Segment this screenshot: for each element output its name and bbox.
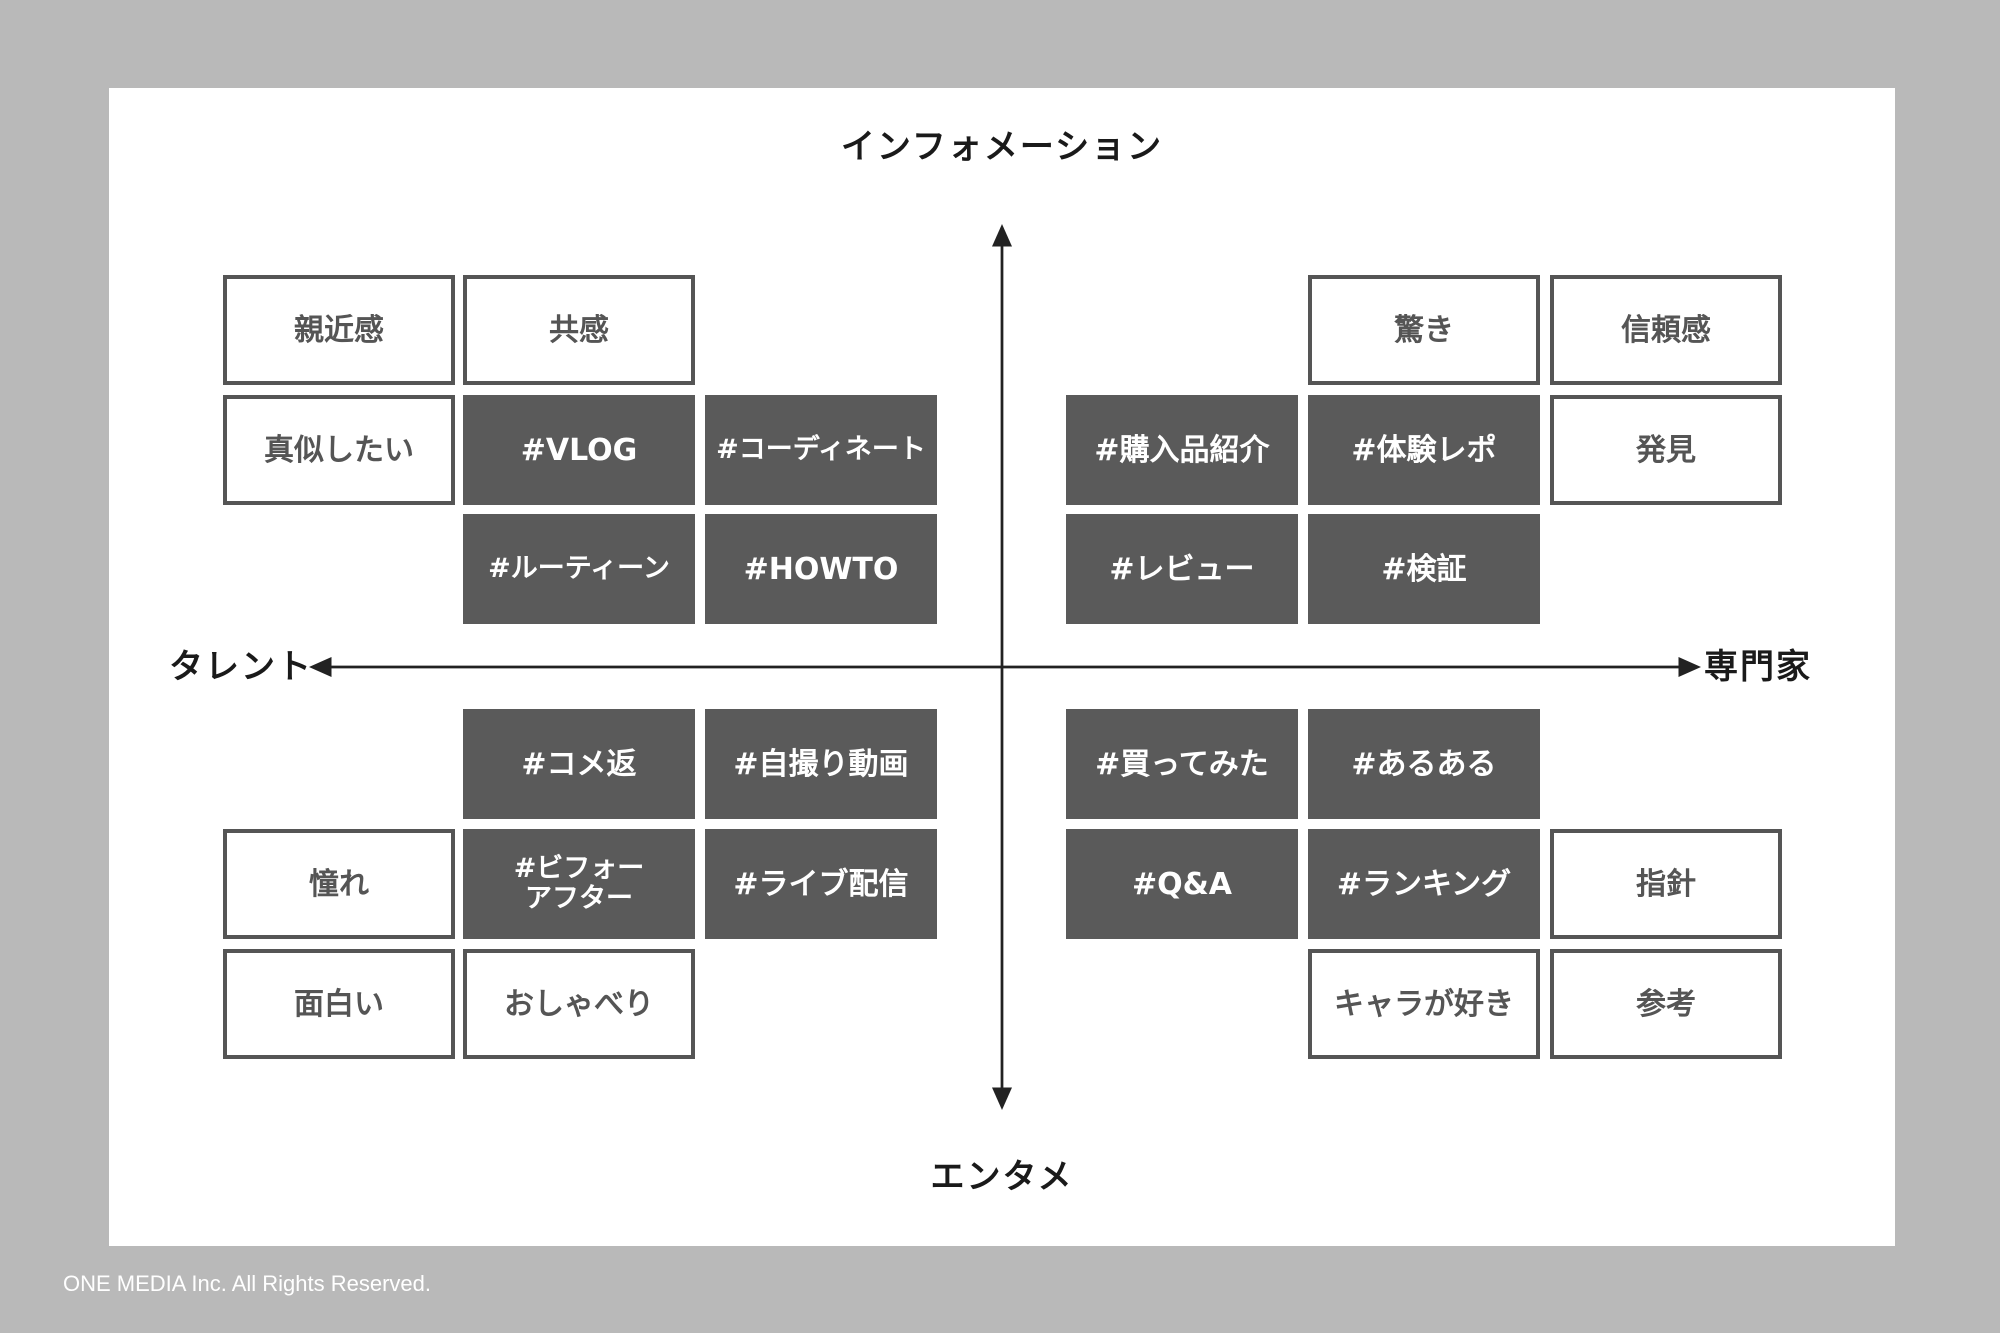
keyword-box: 憧れ [223, 829, 455, 939]
axes [309, 224, 1701, 1110]
keyword-box: 発見 [1550, 395, 1782, 505]
keyword-box: 驚き [1308, 275, 1540, 385]
axis-label-right: 専門家 [1704, 647, 1812, 687]
keyword-box: 真似したい [223, 395, 455, 505]
keyword-box: #買ってみた [1066, 709, 1298, 819]
keyword-box: キャラが好き [1308, 949, 1540, 1059]
keyword-box: #自撮り動画 [705, 709, 937, 819]
keyword-box: #ルーティーン [463, 514, 695, 624]
keyword-box: #コーディネート [705, 395, 937, 505]
keyword-box: #レビュー [1066, 514, 1298, 624]
axis-label-top: インフォメーション [840, 127, 1164, 167]
keyword-box: 親近感 [223, 275, 455, 385]
keyword-box: 面白い [223, 949, 455, 1059]
keyword-box: おしゃべり [463, 949, 695, 1059]
keyword-box: #Q&A [1066, 829, 1298, 939]
keyword-box: 共感 [463, 275, 695, 385]
keyword-box: 参考 [1550, 949, 1782, 1059]
keyword-box: 指針 [1550, 829, 1782, 939]
keyword-box: #ライブ配信 [705, 829, 937, 939]
keyword-box: #ビフォー アフター [463, 829, 695, 939]
keyword-box: #HOWTO [705, 514, 937, 624]
axis-label-bottom: エンタメ [930, 1157, 1074, 1197]
keyword-box: #検証 [1308, 514, 1540, 624]
keyword-box: #あるある [1308, 709, 1540, 819]
keyword-box: #ランキング [1308, 829, 1540, 939]
keyword-box: #VLOG [463, 395, 695, 505]
keyword-box: 信頼感 [1550, 275, 1782, 385]
keyword-box: #体験レポ [1308, 395, 1540, 505]
copyright-footer: ONE MEDIA Inc. All Rights Reserved. [63, 1271, 432, 1296]
keyword-box: #コメ返 [463, 709, 695, 819]
keyword-box: #購入品紹介 [1066, 395, 1298, 505]
axis-label-left: タレント [169, 647, 313, 687]
diagram-canvas: インフォメーション エンタメ タレント 専門家 親近感共感真似したい#VLOG#… [109, 88, 1895, 1246]
